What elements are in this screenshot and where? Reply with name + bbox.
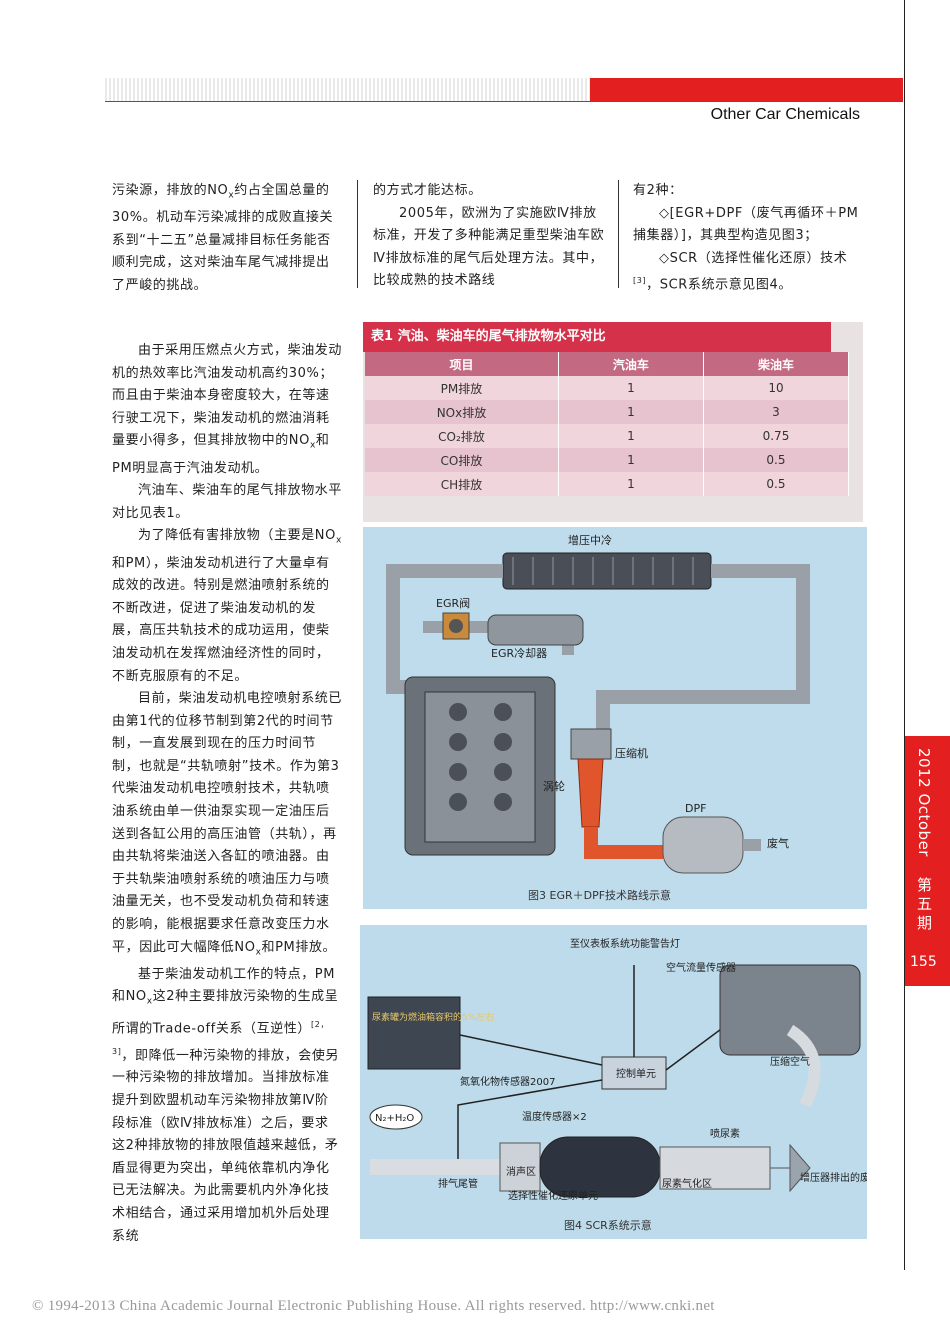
urea-tank (367, 996, 461, 1070)
label-compressed-air: 压缩空气 (770, 1055, 810, 1068)
exhaust-arrow (770, 1143, 811, 1193)
column1-top-text: 污染源，排放的NOx约占全国总量的30%。机动车污染减排的成败直接关系到“十二五… (112, 183, 334, 293)
figure4-diagram: 尿素罐为燃油箱容积的5%左右 控制单元 至仪表板系统功能警告灯 空气流量传感器 … (367, 937, 880, 1232)
label-dpf: DPF (685, 802, 706, 815)
flow-arrow (786, 1024, 821, 1108)
turbine-shape (577, 758, 604, 828)
label-temp-sensor: 温度传感器×2 (522, 1110, 587, 1123)
header-rule (105, 101, 903, 102)
label-egr-valve: EGR阀 (436, 596, 470, 610)
table-cell: CO₂排放 (365, 424, 559, 448)
compressor-shape (570, 728, 612, 760)
scr-catalyst-shape (539, 1136, 661, 1198)
table-cell: 1 (558, 376, 704, 400)
label-intercooler: 增压中冷 (568, 533, 612, 547)
page-edge-rule (904, 0, 905, 1270)
table-header-cell: 汽油车 (558, 352, 704, 376)
column3-top-text: 有2种： ◇[EGR+DPF（废气再循环＋PM捕集器）]，其典型构造见图3； ◇… (633, 183, 859, 293)
egr-valve-core (449, 619, 463, 633)
engine-shape (719, 964, 861, 1056)
wire (457, 1079, 603, 1173)
issue-number: 第五期 (917, 876, 933, 932)
figure4-caption: 图4 SCR系统示意 (564, 1218, 652, 1232)
figure3-egr-dpf: 增压中冷 EGR阀 EGR冷却器 压缩机 涡轮 DPF 废气 图3 EGR＋DP… (363, 527, 867, 909)
table-cell: 10 (703, 376, 850, 400)
label-tank: 尿素罐为燃油箱容积的5%左右 (372, 1011, 494, 1023)
egr-cooler-shape (487, 614, 584, 646)
page-number: 155 (910, 954, 937, 970)
table-cell: 3 (703, 400, 850, 424)
exhaust-hot-pipe (584, 827, 663, 859)
table-cell: 1 (558, 424, 704, 448)
table-header-cell: 柴油车 (703, 352, 850, 376)
header-red-bar (590, 78, 903, 102)
column1-body-text: 由于采用压燃点火方式，柴油发动机的热效率比汽油发动机高约30%；而且由于柴油本身… (112, 343, 343, 1244)
table-cell: 0.5 (703, 472, 850, 496)
table-cell: 1 (558, 400, 704, 424)
figure4-scr: 尿素罐为燃油箱容积的5%左右 控制单元 至仪表板系统功能警告灯 空气流量传感器 … (360, 925, 880, 1239)
n2h2o-bubble (369, 1104, 423, 1130)
label-scr-unit: 选择性催化还原单元 (508, 1189, 598, 1202)
table-cell: CH排放 (365, 472, 559, 496)
label-control-unit: 控制单元 (616, 1067, 656, 1080)
figure3-diagram: 增压中冷 EGR阀 EGR冷却器 压缩机 涡轮 DPF 废气 图3 EGR＋DP… (386, 533, 810, 902)
section-title: Other Car Chemicals (710, 106, 860, 123)
table-cell: 0.75 (703, 424, 850, 448)
figure3-caption: 图3 EGR＋DPF技术路线示意 (528, 888, 671, 902)
table-cell: 0.5 (703, 448, 850, 472)
issue-side-tab: 2012 October 第五期 155 (905, 736, 950, 986)
label-egr-cooler: EGR冷却器 (491, 647, 547, 660)
label-maf: 空气流量传感器 (666, 961, 736, 974)
engine-cylinders (424, 691, 536, 843)
wire (459, 1034, 603, 1066)
table-cell: PM排放 (365, 376, 559, 400)
table-cell: CO排放 (365, 448, 559, 472)
label-compressor: 压缩机 (615, 746, 648, 760)
intercooler-shape (502, 552, 712, 590)
column-divider (357, 180, 358, 288)
label-muffler: 消声区 (506, 1165, 536, 1178)
table1-title: 表1 汽油、柴油车的尾气排放物水平对比 (363, 322, 831, 352)
table-cell: NOx排放 (365, 400, 559, 424)
label-nox-sensor: 氮氧化物传感器2007 (460, 1075, 555, 1088)
label-turbine: 涡轮 (543, 779, 565, 793)
column-divider (618, 180, 619, 288)
table-header-cell: 项目 (365, 352, 559, 376)
label-tailpipe: 排气尾管 (438, 1177, 478, 1190)
dpf-shape (662, 816, 744, 874)
label-urea-zone: 尿素气化区 (662, 1177, 712, 1190)
muffler-shape (499, 1142, 541, 1192)
issue-date: 2012 October (915, 748, 933, 857)
label-dashboard: 至仪表板系统功能警告灯 (570, 937, 680, 950)
table-cell: 1 (558, 448, 704, 472)
column2-top-text: 的方式才能达标。 2005年，欧洲为了实施欧Ⅳ排放标准，开发了多种能满足重型柴油… (373, 183, 605, 289)
urea-mixing-shape (659, 1146, 771, 1190)
charge-pipe (596, 564, 810, 732)
label-urea-spray: 喷尿素 (710, 1127, 740, 1140)
label-turbo-exhaust: 增压器排出的废气 (800, 1171, 867, 1184)
label-exhaust: 废气 (767, 836, 789, 850)
copyright-footer: © 1994-2013 China Academic Journal Elect… (32, 1298, 715, 1314)
label-n2h2o: N₂+H₂O (375, 1113, 414, 1124)
table-header-row: 项目 汽油车 柴油车 (365, 352, 850, 376)
table-cell: 1 (558, 472, 704, 496)
